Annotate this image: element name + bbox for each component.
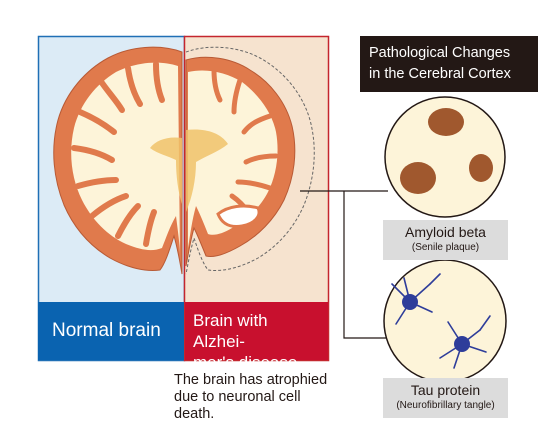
normal-brain-half (53, 46, 183, 275)
amyloid-plaque-view (384, 96, 506, 218)
amyloid-caption: Amyloid beta (Senile plaque) (383, 220, 508, 260)
description-line2: due to neuronal cell (174, 389, 301, 405)
atrophy-description: The brain has atrophied due to neuronal … (174, 372, 364, 423)
normal-ventricle (150, 137, 182, 204)
description-line3: death. (174, 406, 215, 422)
normal-brain-label: Normal brain (38, 302, 184, 360)
connector-lines (300, 190, 388, 339)
alzheimer-label-line2: mer's disease (193, 353, 298, 372)
amyloid-name: Amyloid beta (405, 224, 486, 240)
alzheimer-label-line1: Brain with Alzhei- (193, 311, 268, 351)
plaque (469, 154, 493, 182)
description-line1: The brain has atrophied (174, 372, 328, 388)
tau-caption: Tau protein (Neurofibrillary tangle) (383, 378, 508, 418)
normal-sulci (71, 61, 165, 247)
normal-brain-label-text: Normal brain (52, 320, 161, 341)
plaque (428, 108, 464, 136)
amyloid-detail: (Senile plaque) (411, 242, 480, 253)
tau-name: Tau protein (410, 382, 481, 398)
alzheimer-enlarged-space (216, 204, 261, 228)
neuron (402, 294, 418, 310)
tau-detail: (Neurofibrillary tangle) (396, 400, 495, 411)
alzheimer-ventricle (186, 129, 228, 212)
tau-tangle-view (383, 259, 507, 383)
alzheimer-outline-dashed (185, 46, 315, 275)
alzheimer-brain-label: Brain with Alzhei- mer's disease (185, 302, 328, 372)
alzheimer-white-matter (188, 70, 278, 248)
callout-title-line1: Pathological Changes (369, 45, 511, 61)
callout-title: Pathological Changes in the Cerebral Cor… (360, 36, 538, 92)
alzheimer-brain-half (185, 46, 315, 275)
plaque (400, 162, 436, 194)
alzheimer-sulci (211, 67, 279, 217)
neuron (454, 336, 470, 352)
callout-title-line2: in the Cerebral Cortex (369, 66, 511, 82)
